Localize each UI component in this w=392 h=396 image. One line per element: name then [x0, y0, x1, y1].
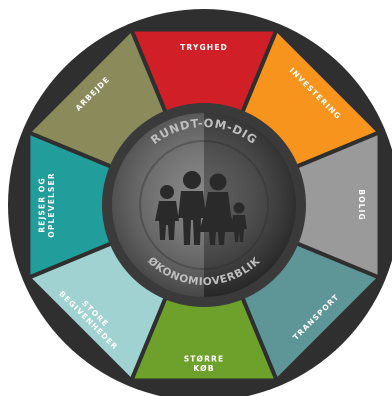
segment-label-rejser-og-oplevelser: REJSER OGOPLEVELSER [37, 172, 56, 237]
segment-label-line: BOLIG [357, 189, 366, 221]
hub-inner-ring [139, 140, 269, 270]
segment-label-line: OPLEVELSER [47, 172, 56, 237]
segment-label-line: STØRRE [184, 354, 225, 363]
segment-label-line: KØB [193, 364, 214, 373]
segment-label-line: TRYGHED [180, 43, 228, 52]
segments-group [24, 25, 384, 385]
segment-label-bolig: BOLIG [357, 189, 366, 221]
segment-label-tryghed: TRYGHED [180, 43, 228, 52]
family-icon [155, 171, 247, 245]
segment-label-line: REJSER OG [37, 177, 46, 233]
